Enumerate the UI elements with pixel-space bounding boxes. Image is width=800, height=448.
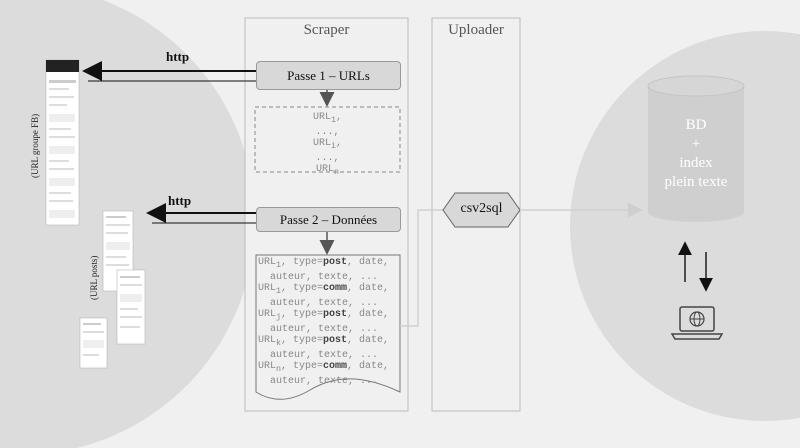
group-url-label: (URL groupe FB) <box>30 113 40 178</box>
data-row: URL1, type=comm, date, <box>258 283 390 296</box>
laptop-globe-icon <box>670 306 724 340</box>
data-row-cont: auteur, texte, ... <box>258 323 379 335</box>
url-item: ..., <box>315 152 340 164</box>
data-row: URLk, type=post, date, <box>258 335 390 348</box>
url-item: ..., <box>315 126 340 138</box>
data-row: URLj, type=post, date, <box>258 309 390 322</box>
doc-to-csv2sql-line <box>400 209 443 327</box>
scraper-title: Scraper <box>303 22 350 38</box>
database-top <box>647 75 745 97</box>
url-item: URL1, <box>312 112 343 125</box>
data-row-cont: auteur, texte, ... <box>258 271 379 283</box>
database-cylinder <box>648 86 744 222</box>
data-row: URL1, type=post, date, <box>258 257 390 270</box>
pass1-box: Passe 1 – URLs <box>256 61 401 90</box>
db-line-1: BD <box>685 117 707 133</box>
data-document <box>255 254 401 400</box>
pass2-label: Passe 2 – Données <box>279 211 378 227</box>
http-label-2: http <box>168 193 192 208</box>
data-rows: URL1, type=post, date, auteur, texte, ..… <box>258 257 389 387</box>
post-thumbnail-2 <box>116 269 146 345</box>
post-thumbnail-3 <box>79 317 108 369</box>
pass2-box: Passe 2 – Données <box>256 207 401 232</box>
db-line-2: + <box>691 136 701 152</box>
posts-url-label: (URL posts) <box>89 255 99 300</box>
url-list-box <box>254 106 401 173</box>
url-list: URL1, ..., URLi, ..., URLn <box>255 112 400 179</box>
pass1-label: Passe 1 – URLs <box>287 67 370 83</box>
csv2sql-label: csv2sql <box>460 201 503 216</box>
db-line-4: plein texte <box>664 174 728 190</box>
data-row-cont: auteur, texte, ... <box>258 297 379 309</box>
db-label: BD + index plein texte <box>648 116 744 192</box>
url-item: URLi, <box>312 138 343 151</box>
data-row: URLn, type=comm, date, <box>258 361 390 374</box>
db-line-3: index <box>679 155 713 171</box>
data-row-cont: auteur, texte, ... <box>258 349 379 361</box>
http-label-1: http <box>166 49 190 64</box>
data-row-cont: auteur, texte, ... <box>258 375 379 387</box>
fb-group-page-thumbnail <box>45 59 80 226</box>
url-item: URLn <box>315 164 339 177</box>
uploader-title: Uploader <box>448 22 504 38</box>
